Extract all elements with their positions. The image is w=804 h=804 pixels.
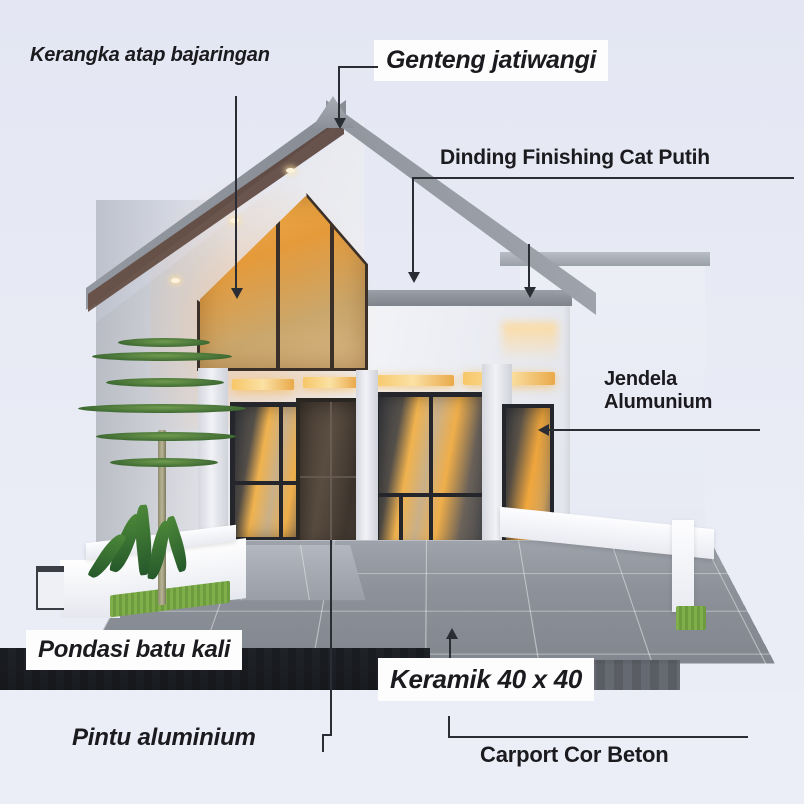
window-front-right <box>374 392 492 554</box>
leader-floor-tile <box>449 636 451 658</box>
tree-branch <box>96 432 236 441</box>
side-window-glow <box>502 322 558 362</box>
eave-front <box>352 290 572 306</box>
leader-door-h <box>322 734 332 736</box>
leader-door-v <box>330 540 332 736</box>
light-band <box>372 375 454 386</box>
arrowhead-wall-2 <box>524 287 536 298</box>
label-door-alu: Pintu aluminium <box>72 724 256 751</box>
downlight-icon <box>230 218 239 223</box>
label-roof-frame: Kerangka atap bajaringan <box>30 44 270 66</box>
label-roof-tile: Genteng jatiwangi <box>374 40 609 81</box>
tree-branch <box>110 458 218 467</box>
column-middle <box>356 370 378 550</box>
arrowhead-roof-frame <box>231 288 243 299</box>
tree-branch <box>78 404 246 413</box>
leader-window-alu <box>548 429 760 431</box>
leader-carport-h <box>448 736 748 738</box>
label-carport: Carport Cor Beton <box>480 742 669 767</box>
arrowhead-roof-tile <box>334 118 346 129</box>
leader-wall-v2 <box>528 244 530 290</box>
leader-door-v-low <box>322 734 324 752</box>
light-band <box>232 379 294 390</box>
light-band <box>303 377 357 388</box>
label-foundation: Pondasi batu kali <box>26 630 243 670</box>
tree-branch <box>118 338 210 347</box>
leader-roof-tile-h <box>338 66 378 68</box>
label-window-alu-line1: Jendela <box>604 368 678 390</box>
label-wall-paint: Dinding Finishing Cat Putih <box>440 146 710 169</box>
tree-branch <box>92 352 232 361</box>
arrowhead-floor-tile <box>446 628 458 639</box>
grass-patch-right <box>676 606 706 630</box>
tree-trunk <box>158 430 166 605</box>
label-floor-tile: Keramik 40 x 40 <box>378 658 595 701</box>
leader-carport-v <box>448 716 450 738</box>
arrowhead-window-alu <box>538 424 549 436</box>
downlight-icon <box>171 278 180 283</box>
leader-roof-frame <box>235 96 237 292</box>
leader-wall-v1 <box>412 177 414 275</box>
downlight-icon <box>286 168 295 173</box>
arrowhead-wall-1 <box>408 272 420 283</box>
label-window-alu-line2: Alumunium <box>604 391 713 413</box>
ground-foreground <box>0 690 804 804</box>
leader-wall-underline <box>412 177 794 179</box>
tree-branch <box>106 378 224 387</box>
foundation-face <box>38 572 64 608</box>
fence-post-right <box>672 520 694 612</box>
leader-roof-tile-v <box>338 66 340 122</box>
